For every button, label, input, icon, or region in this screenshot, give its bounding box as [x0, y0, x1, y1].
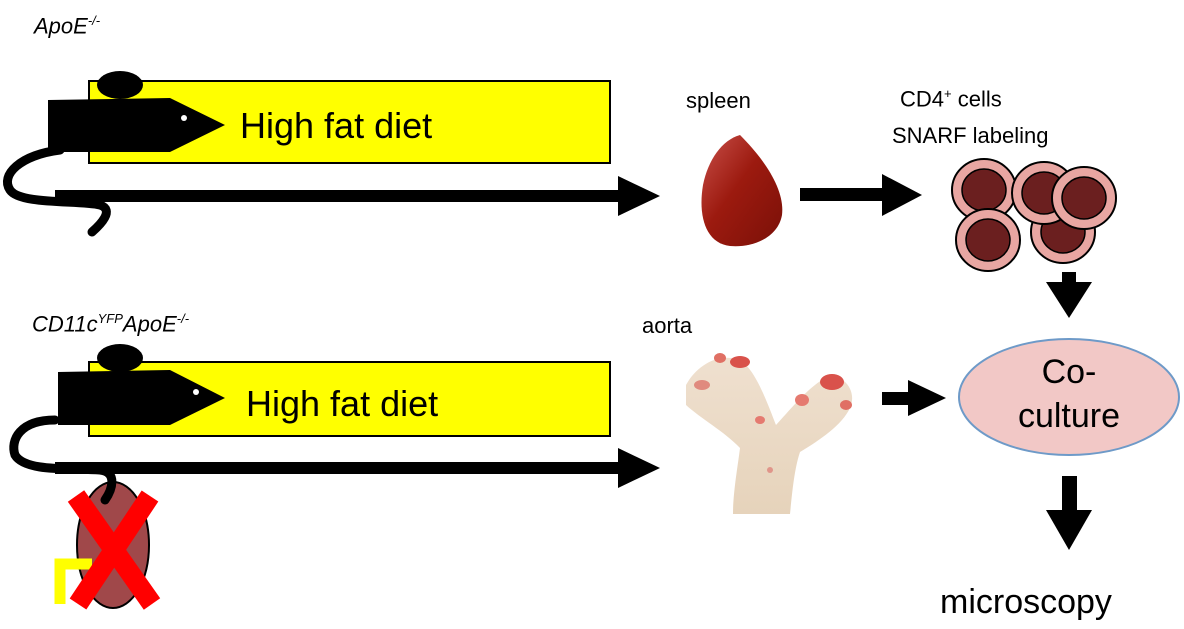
cell-5: [1052, 167, 1116, 229]
arrow-diet-to-aorta: [55, 448, 660, 488]
diet-label-bottom: High fat diet: [246, 383, 438, 425]
cells-title-rest: cells: [952, 86, 1002, 111]
strain-sup-top: -/-: [88, 13, 100, 28]
cells-title: CD4+ cells: [900, 86, 1002, 112]
coculture-line1: Co-: [969, 350, 1169, 394]
cells-title-sup: +: [944, 86, 952, 101]
arrow-cells-to-coculture: [1046, 272, 1092, 318]
strain-name-bottom-a: CD11c: [32, 311, 98, 336]
strain-label-top: ApoE-/-: [34, 13, 100, 39]
spleen-icon: [701, 135, 782, 246]
arrow-aorta-to-coculture: [882, 380, 946, 416]
strain-sup-bottom-a: YFP: [98, 311, 123, 326]
arrow-coculture-to-microscopy: [1046, 476, 1092, 550]
arrow-spleen-to-cells: [800, 174, 922, 216]
cd4-cells-cluster: [952, 159, 1116, 271]
cells-title-main: CD4: [900, 86, 944, 111]
aorta-image: [686, 353, 852, 514]
strain-name-bottom-b: ApoE: [123, 311, 177, 336]
strain-name-top: ApoE: [34, 13, 88, 38]
cell-2: [956, 209, 1020, 271]
coculture-label: Co- culture: [969, 350, 1169, 438]
labeling-label: SNARF labeling: [892, 123, 1049, 149]
spleen-label: spleen: [686, 88, 751, 114]
diet-label-top: High fat diet: [240, 105, 432, 147]
coculture-line2: culture: [969, 394, 1169, 438]
arrow-diet-to-spleen: [55, 176, 660, 216]
aorta-label: aorta: [642, 313, 692, 339]
microscopy-label: microscopy: [940, 583, 1112, 622]
strain-sup-bottom-b: -/-: [177, 311, 189, 326]
strain-label-bottom: CD11cYFPApoE-/-: [32, 311, 189, 337]
